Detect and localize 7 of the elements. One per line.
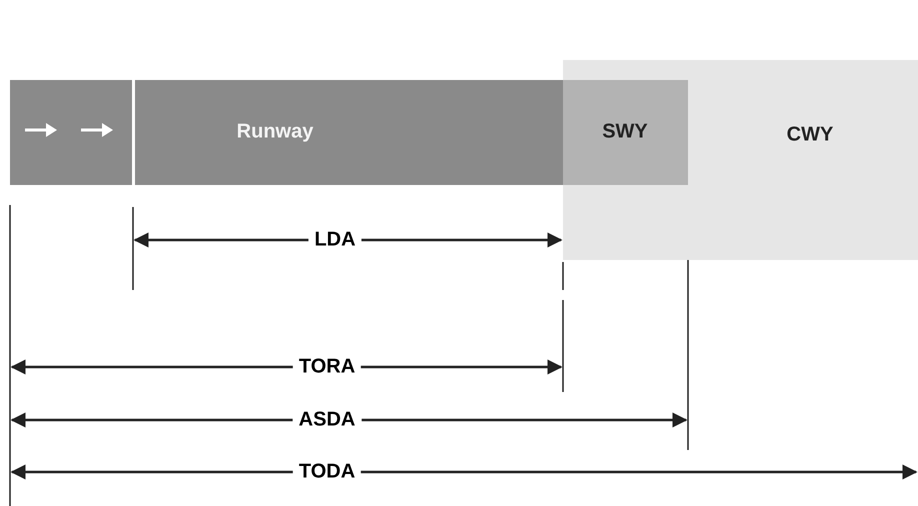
runway-section	[135, 80, 563, 185]
section-label: Runway	[236, 120, 314, 144]
section-label: SWY	[602, 120, 648, 144]
stopway-section	[563, 80, 688, 185]
displaced-threshold-section	[10, 80, 132, 185]
clearway-area	[563, 60, 918, 260]
section-label: CWY	[786, 124, 834, 146]
